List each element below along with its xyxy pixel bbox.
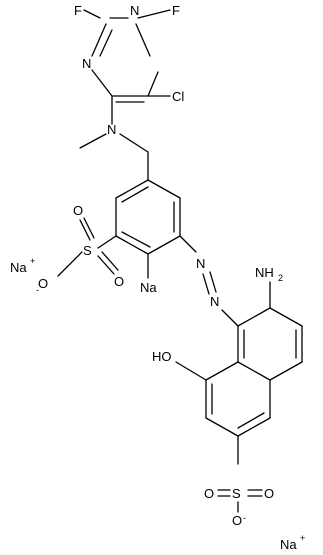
atom-o-upper-minus: O: [38, 276, 48, 291]
ion-na-left-charge: +: [30, 256, 35, 266]
atom-s-upper: S: [83, 243, 92, 258]
ion-na-bottom: Na: [280, 537, 297, 552]
atom-o-lower-minus: O: [232, 513, 242, 528]
atom-o-lower-minus-charge: -: [243, 513, 246, 523]
atom-n-ring-top: N: [130, 3, 139, 18]
atom-cl: Cl: [172, 89, 184, 104]
atom-na: Na: [140, 280, 157, 295]
atom-o-upper-right: O: [114, 274, 124, 289]
bonds: [57, 9, 303, 513]
atom-ho: HO: [152, 349, 172, 364]
atom-labels: F F N N Cl N Na + S O O O - Na N N NH 2 …: [10, 3, 305, 552]
ion-na-bottom-charge: +: [300, 533, 305, 543]
atom-o-upper-top: O: [73, 203, 83, 218]
atom-o-lower-right: O: [264, 486, 274, 501]
atom-f-top-right: F: [172, 3, 180, 18]
atom-n-amine: N: [107, 122, 116, 137]
atom-f-top-left: F: [74, 3, 82, 18]
atom-n-ring-left: N: [82, 56, 91, 71]
atom-nh2-subscript: 2: [278, 273, 283, 283]
atom-nh2: NH: [255, 265, 274, 280]
atom-n-azo-1: N: [196, 256, 205, 271]
atom-s-lower: S: [232, 486, 241, 501]
atom-o-upper-minus-charge: -: [36, 285, 39, 295]
atom-o-lower-left: O: [204, 486, 214, 501]
atom-n-azo-2: N: [210, 294, 219, 309]
ion-na-left: Na: [10, 260, 27, 275]
